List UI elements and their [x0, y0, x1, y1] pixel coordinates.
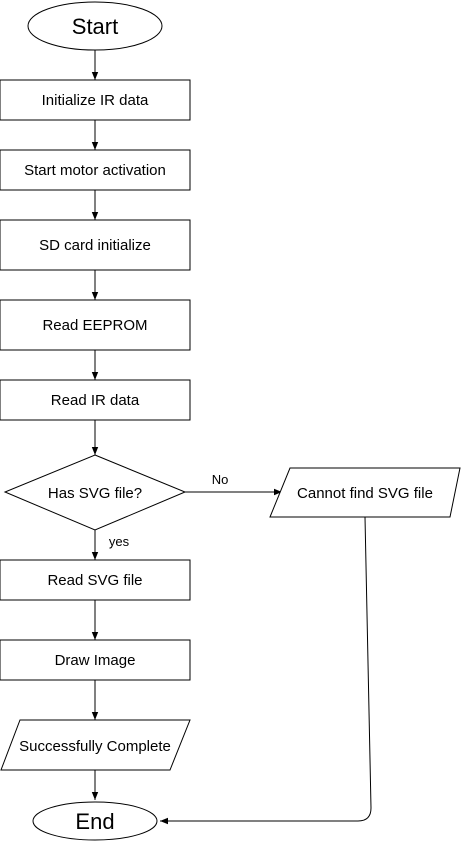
cannot-find-box: [269, 467, 461, 518]
init-ir-box: [0, 79, 191, 121]
read-svg-box: [0, 559, 191, 601]
draw-label: Draw Image: [55, 652, 136, 669]
edge-cannot-end: [160, 516, 372, 825]
read-ir-box: [0, 379, 191, 421]
end-node: [32, 801, 158, 841]
read-svg-label: Read SVG file: [47, 572, 142, 589]
eeprom-label: Read EEPROM: [42, 317, 147, 334]
start-node: [27, 1, 163, 51]
success-label: Successfully Complete: [19, 738, 171, 755]
sd-label: SD card initialize: [39, 237, 151, 254]
init-ir-label: Initialize IR data: [42, 92, 149, 109]
sd-box: [0, 219, 191, 271]
success-box: [0, 719, 191, 771]
motor-label: Start motor activation: [24, 162, 166, 179]
draw-box: [0, 639, 191, 681]
yes-edge-label: yes: [109, 534, 130, 549]
motor-box: [0, 149, 191, 191]
eeprom-box: [0, 299, 191, 351]
has-svg-decision: [3, 454, 187, 531]
read-ir-label: Read IR data: [51, 392, 140, 409]
has-svg-label: Has SVG file?: [48, 485, 142, 502]
start-label: Start: [72, 14, 118, 39]
cannot-find-label: Cannot find SVG file: [297, 485, 433, 502]
end-label: End: [75, 809, 114, 834]
no-edge-label: No: [212, 472, 229, 487]
